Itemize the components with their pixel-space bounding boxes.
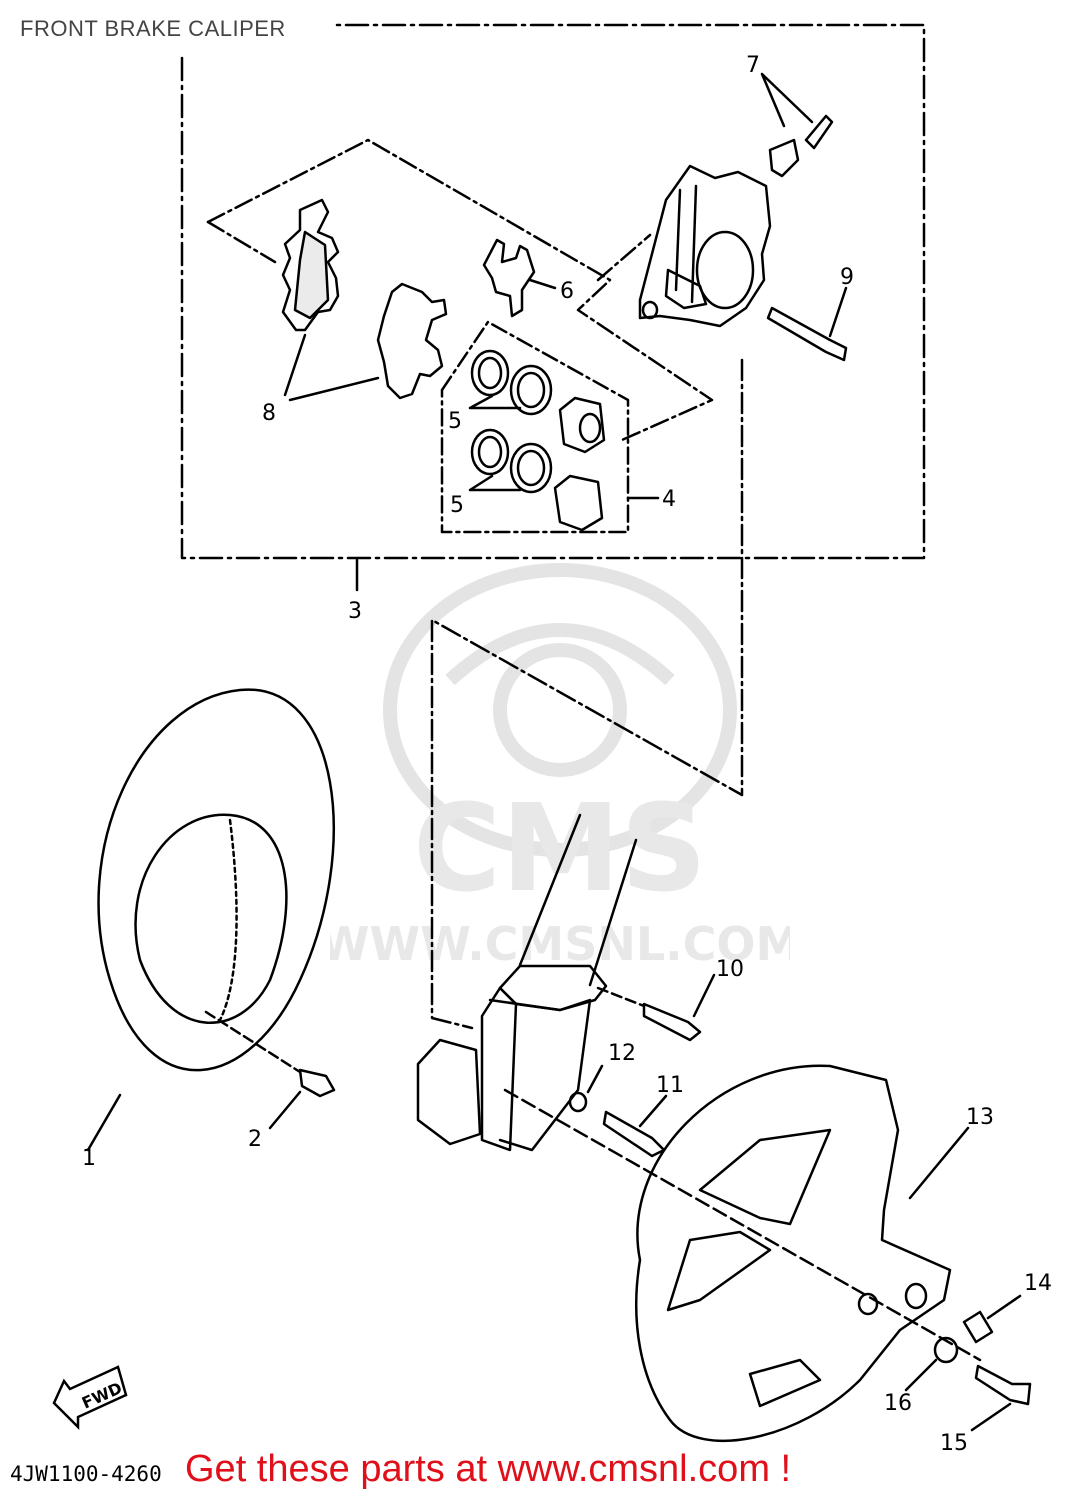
- page-title: FRONT BRAKE CALIPER: [20, 16, 286, 41]
- callout-13: 13: [966, 1105, 994, 1130]
- watermark-brand: CMS: [413, 780, 707, 919]
- bolt-10: [642, 1002, 702, 1042]
- callout-4: 4: [662, 487, 676, 512]
- brake-disc: [97, 688, 335, 1072]
- callout-2: 2: [248, 1127, 262, 1152]
- bolt-15: [974, 1364, 1032, 1406]
- washer-12: [568, 1091, 588, 1113]
- piston-seals: [470, 349, 553, 494]
- callout-11: 11: [656, 1073, 684, 1098]
- callout-8: 8: [262, 401, 276, 426]
- leader-11: [638, 1094, 668, 1128]
- bolt-14: [962, 1310, 994, 1344]
- callout-7: 7: [746, 53, 760, 78]
- watermark-logo: CMS WWW.CMSNL.COM: [330, 563, 790, 971]
- leader-1: [86, 1093, 122, 1152]
- front-fender: [635, 1064, 952, 1442]
- leader-6: [528, 278, 557, 290]
- disc-bolt: [298, 1068, 336, 1098]
- leader-13: [908, 1126, 970, 1200]
- pad-spring: [482, 238, 536, 318]
- caliper-pin: [766, 306, 848, 362]
- leader-12: [586, 1064, 604, 1094]
- callout-3: 3: [348, 599, 362, 624]
- piston-set-outline: [440, 320, 630, 534]
- callout-5a: 5: [448, 409, 462, 434]
- callout-6: 6: [560, 279, 574, 304]
- callout-15: 15: [940, 1431, 968, 1456]
- callout-9: 9: [840, 265, 854, 290]
- part-code: 4JW1100-4260: [10, 1462, 162, 1486]
- leader-8: [283, 333, 380, 402]
- leader-15: [970, 1402, 1012, 1432]
- callout-12: 12: [608, 1041, 636, 1066]
- bolt-11: [602, 1110, 666, 1158]
- callout-10: 10: [716, 957, 744, 982]
- brake-pad-right: [376, 282, 448, 400]
- brake-pad-left: [281, 198, 340, 332]
- fork-leg: [416, 813, 638, 1152]
- pistons: [553, 396, 606, 532]
- callout-5b: 5: [450, 493, 464, 518]
- leader-16: [904, 1358, 938, 1392]
- promo-link[interactable]: Get these parts at www.cmsnl.com !: [185, 1448, 792, 1490]
- leader-14: [986, 1294, 1022, 1320]
- callout-1: 1: [82, 1146, 96, 1171]
- bleeder-screw: [768, 114, 834, 178]
- leader-10: [692, 973, 716, 1018]
- assembly-box-outline: [180, 23, 926, 560]
- watermark-url: WWW.CMSNL.COM: [330, 917, 790, 971]
- leader-7: [760, 72, 814, 128]
- forward-arrow-icon: FWD: [52, 1365, 128, 1431]
- leader-9: [828, 286, 848, 338]
- leader-2: [268, 1090, 302, 1130]
- caliper-body: [638, 164, 772, 328]
- washer-16: [933, 1336, 959, 1364]
- callout-14: 14: [1024, 1271, 1052, 1296]
- callout-16: 16: [884, 1391, 912, 1416]
